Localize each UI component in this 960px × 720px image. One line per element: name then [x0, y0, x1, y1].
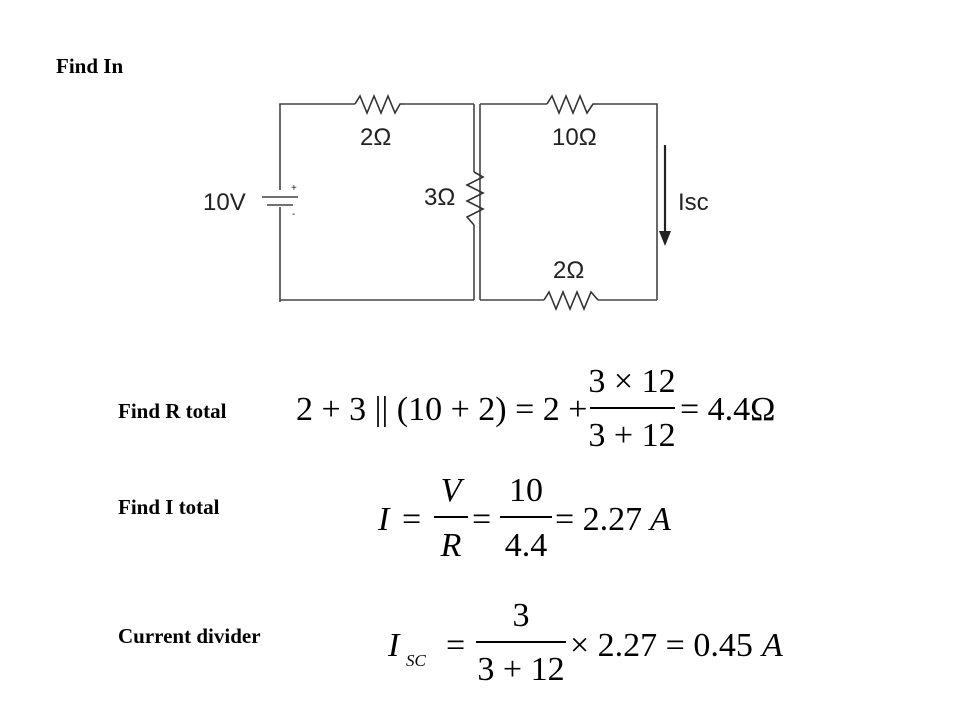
eq2-unit: A [648, 501, 671, 538]
resistor-middle [465, 171, 485, 226]
resistor-bottom-right-label: 2Ω [553, 257, 584, 284]
equation-i-total: I = V R = 10 4.4 = 2.27 A [377, 472, 671, 564]
eq2-equals-1: = [402, 501, 421, 538]
eq3-subscript: SC [406, 651, 427, 670]
source-label: 10V [203, 189, 246, 216]
current-arrow [659, 145, 671, 246]
eq1-lhs: 2 + 3 || (10 + 2) = 2 + [296, 391, 587, 428]
resistor-top-left [354, 93, 404, 116]
step-label-r-total: Find R total [118, 399, 227, 423]
equation-r-total: 2 + 3 || (10 + 2) = 2 + 3 × 12 3 + 12 = … [296, 363, 775, 454]
eq3-equals: = [446, 627, 465, 664]
eq3-rest: × 2.27 = 0.45 [570, 627, 753, 664]
page-title: Find In [56, 54, 124, 78]
resistor-middle-label: 3Ω [424, 184, 455, 211]
eq2-frac1-numerator: V [441, 472, 466, 509]
eq2-frac2-numerator: 10 [509, 472, 543, 509]
step-label-i-total: Find I total [118, 495, 220, 519]
eq2-result: = 2.27 [555, 501, 642, 538]
eq3-unit: A [760, 627, 783, 664]
eq1-denominator: 3 + 12 [588, 417, 675, 454]
current-label: Isc [678, 189, 709, 216]
eq2-frac1-denominator: R [440, 527, 462, 564]
wire-top-right [598, 103, 658, 300]
resistor-top-right [546, 93, 598, 116]
eq3-denominator: 3 + 12 [477, 651, 564, 688]
eq2-equals-2: = [472, 501, 491, 538]
circuit-wires [279, 103, 658, 302]
step-label-current-divider: Current divider [118, 624, 261, 648]
resistor-top-left-label: 2Ω [360, 124, 391, 151]
eq3-numerator: 3 [513, 597, 530, 634]
eq3-variable: I [387, 627, 401, 664]
resistor-top-right-label: 10Ω [552, 124, 597, 151]
eq2-variable: I [377, 501, 391, 538]
resistor-bottom-right [543, 289, 599, 312]
source-minus-sign: - [292, 209, 295, 220]
equation-current-divider: I SC = 3 3 + 12 × 2.27 = 0.45 A [387, 597, 783, 688]
eq1-numerator: 3 × 12 [588, 363, 675, 400]
source-plus-sign: + [291, 183, 297, 194]
eq2-frac2-denominator: 4.4 [505, 527, 548, 564]
eq1-rhs: = 4.4Ω [680, 391, 775, 428]
battery-symbol [262, 196, 298, 206]
